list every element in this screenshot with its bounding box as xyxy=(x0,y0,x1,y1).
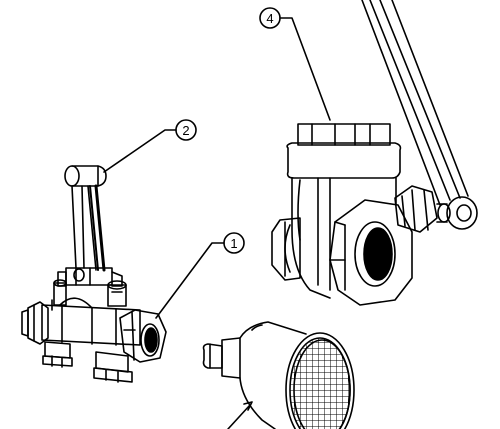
lever-pivot xyxy=(446,196,478,230)
right-fitting xyxy=(107,280,127,307)
strainer-cone xyxy=(239,321,307,429)
handle-shaft xyxy=(71,184,106,272)
strainer-mesh xyxy=(285,332,355,429)
callout-4: 4 xyxy=(259,7,331,121)
top-cap xyxy=(297,123,391,146)
strainer-assembly xyxy=(202,321,355,429)
side-nut xyxy=(394,185,451,233)
callout-2-leader xyxy=(103,129,177,173)
callout-2: 2 xyxy=(103,119,197,173)
small-left-nut xyxy=(21,301,49,345)
small-valve-assembly xyxy=(21,165,167,383)
callout-2-number: 2 xyxy=(182,123,189,138)
strainer-nozzle xyxy=(202,337,241,379)
callout-1-number: 1 xyxy=(230,236,237,251)
left-flange xyxy=(271,217,301,281)
collar xyxy=(286,142,402,179)
bonnet xyxy=(57,267,123,287)
small-body xyxy=(41,297,141,346)
callout-4-number: 4 xyxy=(266,11,273,26)
strainer-leader xyxy=(227,404,251,429)
bottom-ports xyxy=(42,341,133,383)
lever-arm xyxy=(361,0,469,206)
handle-top xyxy=(64,165,107,187)
strainer-leader-arrow xyxy=(243,401,253,411)
callout-1: 1 xyxy=(155,232,245,319)
small-right-nut xyxy=(119,309,167,363)
large-valve-assembly xyxy=(271,0,478,306)
callout-1-leader xyxy=(155,242,225,319)
front-port xyxy=(329,199,413,306)
callout-4-leader xyxy=(279,17,331,121)
